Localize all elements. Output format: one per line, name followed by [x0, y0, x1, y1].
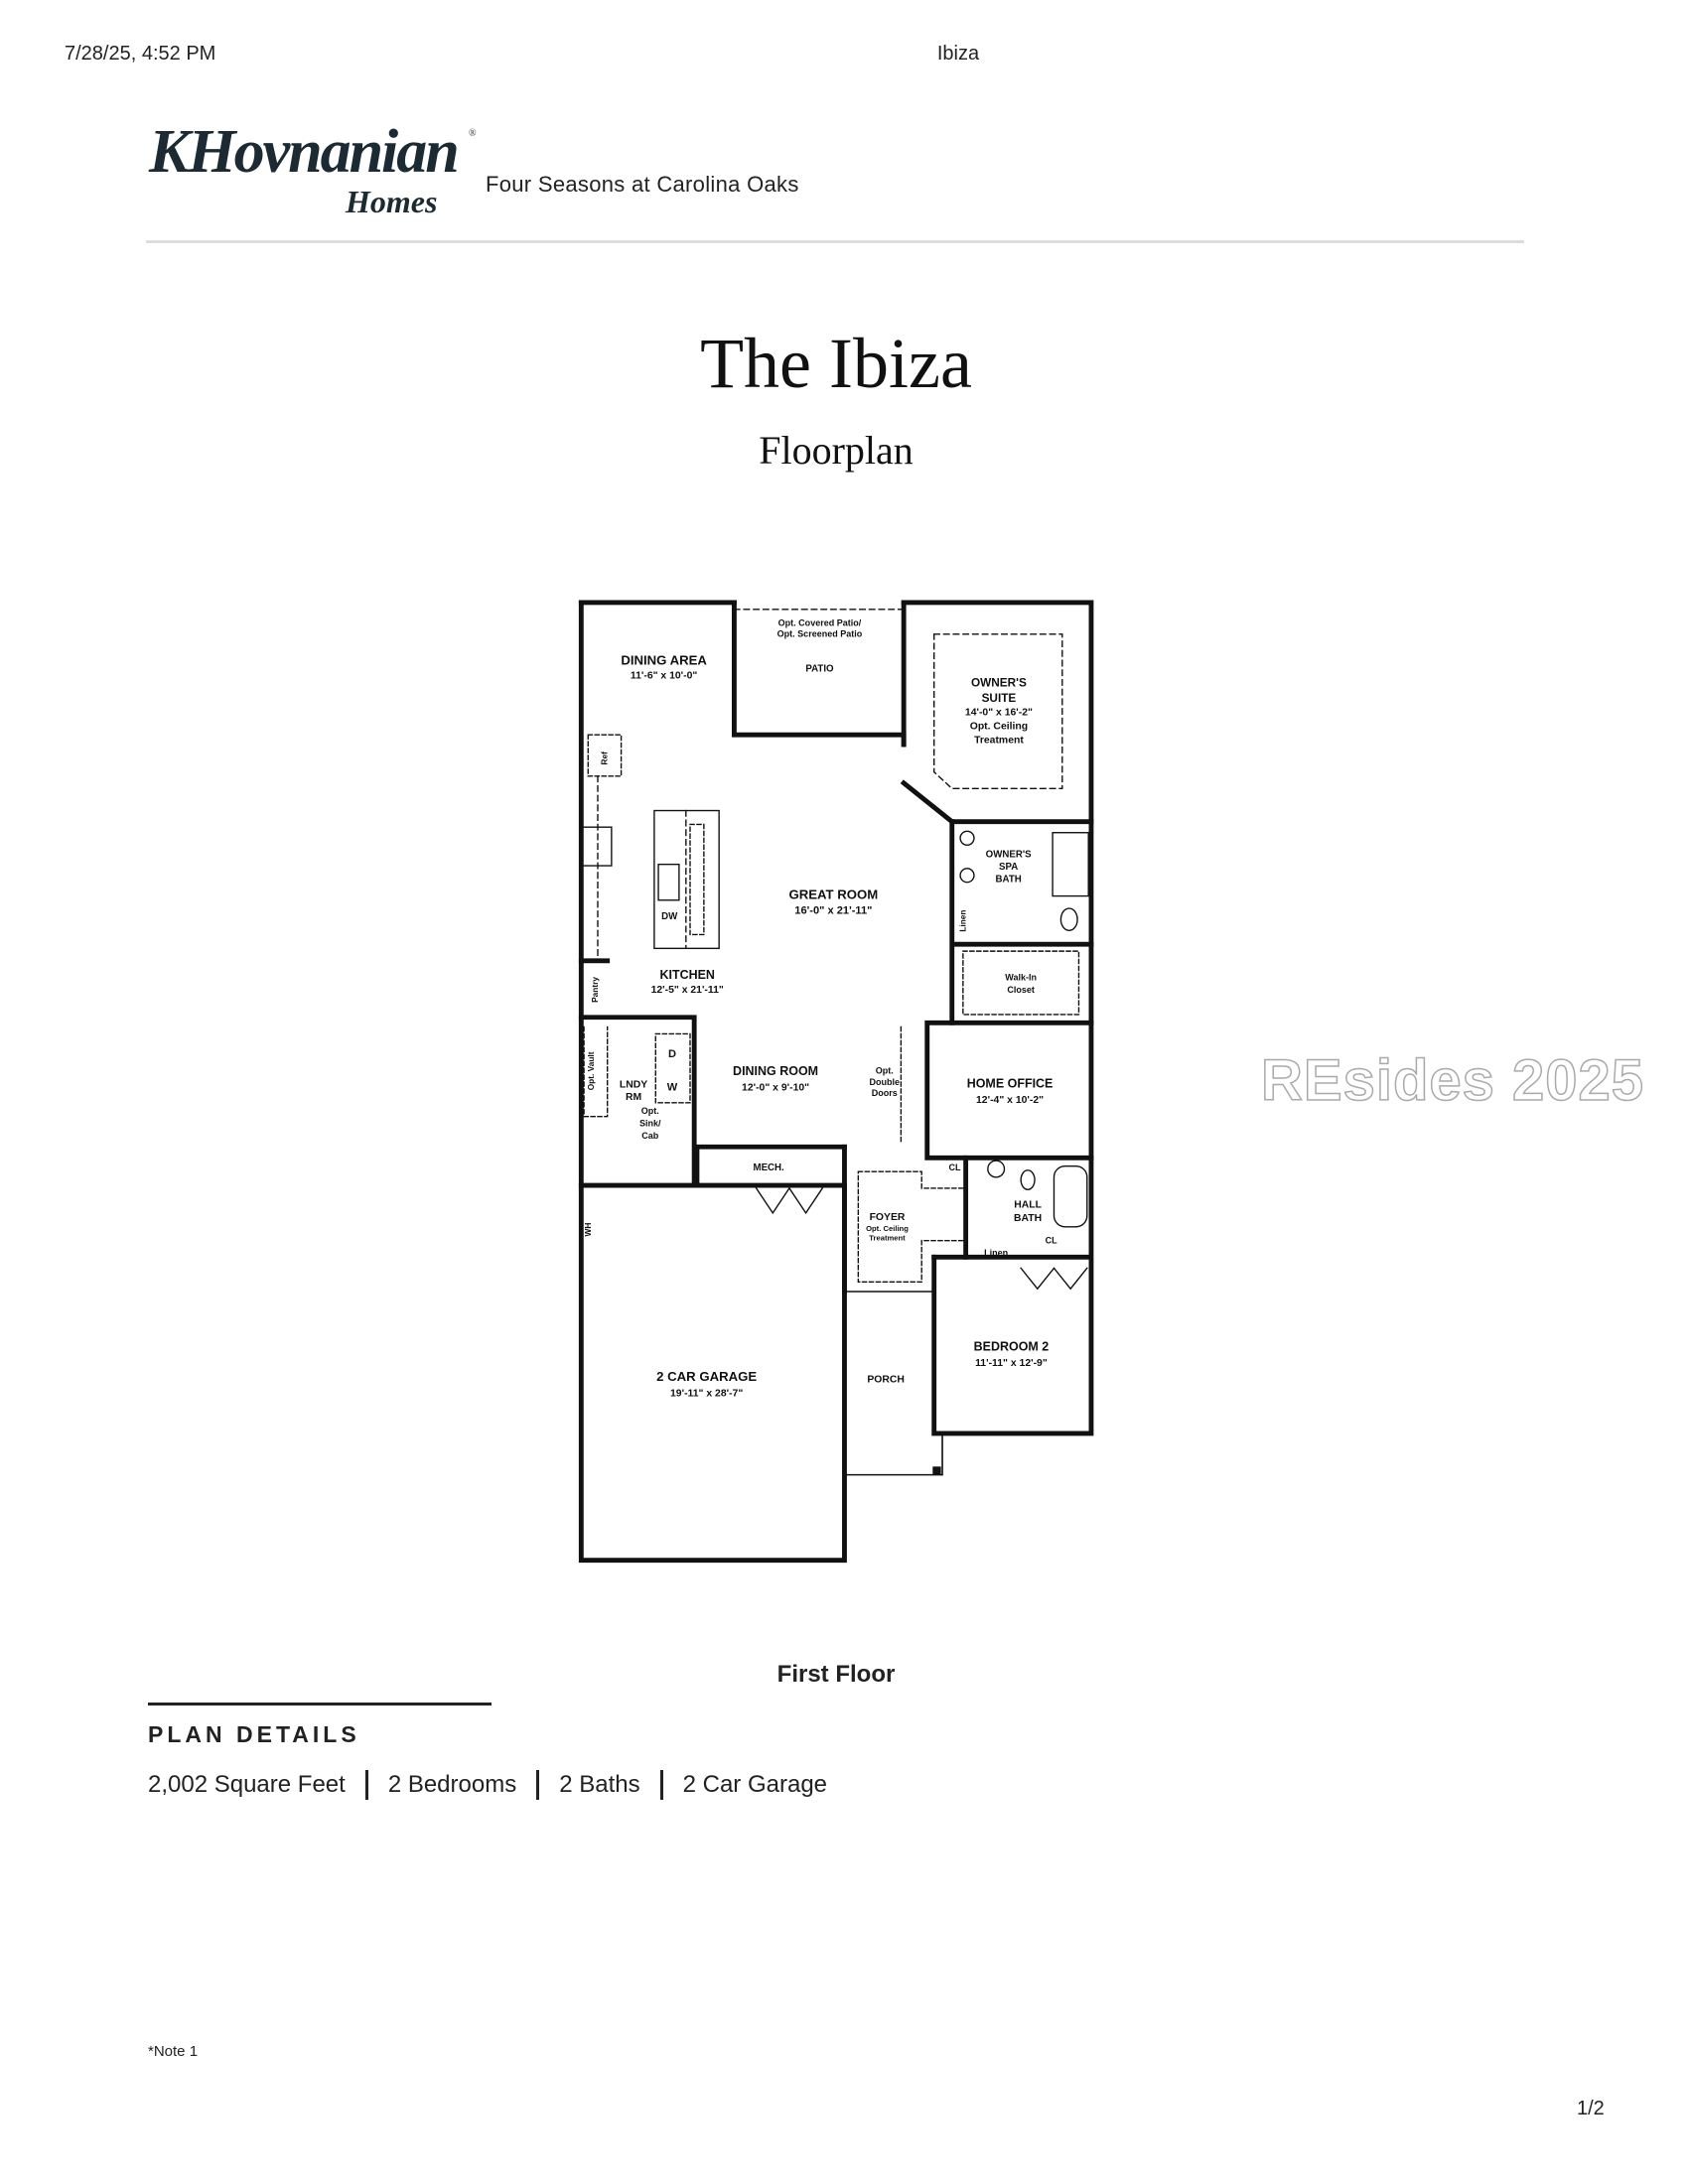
patio-option-1: Opt. Covered Patio/ — [778, 618, 862, 628]
community-name: Four Seasons at Carolina Oaks — [486, 172, 799, 197]
laundry-label-2: RM — [626, 1092, 641, 1103]
detail-sqft: 2,002 Square Feet — [148, 1771, 346, 1798]
opt-doors-label-2: Double — [869, 1077, 900, 1087]
foyer-option-1: Opt. Ceiling — [866, 1224, 909, 1233]
dining-room-dim: 12'-0" x 9'-10" — [742, 1082, 809, 1093]
plan-details-list: 2,002 Square Feet 2 Bedrooms 2 Baths 2 C… — [148, 1770, 827, 1800]
detail-garage: 2 Car Garage — [682, 1771, 828, 1798]
kitchen-label: KITCHEN — [659, 968, 715, 982]
detail-bedrooms: 2 Bedrooms — [387, 1771, 517, 1798]
logo-sub: Homes — [346, 184, 438, 219]
header-divider — [146, 240, 1524, 243]
logo-reg: ® — [469, 128, 477, 139]
linen-label: Linen — [958, 909, 968, 931]
opt-doors-label-1: Opt. — [876, 1066, 894, 1076]
print-title: Ibiza — [936, 43, 980, 65]
owners-suite-label-1: OWNER'S — [971, 677, 1027, 690]
hall-bath-label-2: BATH — [1014, 1213, 1042, 1224]
ref-label: Ref — [600, 751, 610, 765]
khovnanian-logo: KHovnanian ® Homes — [149, 121, 487, 220]
opt-vault-label: Opt. Vault — [586, 1051, 596, 1090]
walkin-label-1: Walk-In — [1005, 972, 1037, 982]
porch-label: PORCH — [867, 1375, 905, 1386]
owners-suite-dim: 14'-0" x 16'-2" — [965, 708, 1033, 719]
great-room-dim: 16'-0" x 21'-11" — [794, 905, 872, 917]
watermark: REsides 2025 — [1260, 1047, 1645, 1114]
water-heater-label: WH — [583, 1223, 593, 1237]
kitchen-dim: 12'-5" x 21'-11" — [651, 985, 724, 996]
detail-baths: 2 Baths — [559, 1771, 640, 1798]
washer-label: W — [667, 1081, 678, 1093]
details-divider — [148, 1703, 492, 1706]
spa-bath-label-2: SPA — [999, 862, 1018, 873]
opt-sink-label-2: Sink/ — [639, 1118, 661, 1128]
pantry-label: Pantry — [590, 977, 600, 1003]
bedroom2-label: BEDROOM 2 — [974, 1340, 1050, 1354]
owners-suite-option-1: Opt. Ceiling — [970, 722, 1028, 733]
page-title: The Ibiza — [700, 324, 972, 403]
opt-sink-label-3: Cab — [641, 1131, 659, 1141]
spa-bath-label-3: BATH — [996, 875, 1022, 886]
page-subtitle: Floorplan — [759, 428, 914, 473]
hall-bath-label-1: HALL — [1014, 1199, 1042, 1210]
patio-option-2: Opt. Screened Patio — [777, 629, 863, 639]
logo-main: KHovnanian — [149, 118, 460, 186]
page-number: 1/2 — [1577, 2098, 1605, 2119]
owners-suite-option-2: Treatment — [974, 736, 1024, 747]
bedroom2-dim: 11'-11" x 12'-9" — [975, 1358, 1048, 1369]
patio-label: PATIO — [805, 663, 834, 674]
footnote: *Note 1 — [148, 2043, 199, 2060]
foyer-option-2: Treatment — [869, 1234, 906, 1243]
opt-doors-label-3: Doors — [872, 1088, 898, 1098]
separator — [364, 1770, 368, 1800]
home-office-label: HOME OFFICE — [967, 1077, 1054, 1091]
separator — [536, 1770, 540, 1800]
laundry-label-1: LNDY — [620, 1080, 647, 1091]
floorplan-drawing: Opt. Covered Patio/ Opt. Screened Patio … — [578, 600, 1094, 1564]
dining-area-label: DINING AREA — [621, 652, 707, 667]
walkin-label-2: Closet — [1007, 985, 1035, 995]
dining-area-dim: 11'-6" x 10'-0" — [631, 670, 698, 681]
closet-label-2: CL — [1046, 1235, 1058, 1245]
home-office-dim: 12'-4" x 10'-2" — [976, 1095, 1044, 1106]
garage-label: 2 CAR GARAGE — [656, 1369, 757, 1384]
spa-bath-label-1: OWNER'S — [986, 850, 1032, 861]
plan-details-heading: PLAN DETAILS — [148, 1721, 360, 1747]
foyer-label: FOYER — [870, 1212, 906, 1223]
opt-sink-label-1: Opt. — [641, 1106, 659, 1116]
garage-dim: 19'-11" x 28'-7" — [670, 1389, 743, 1400]
dining-room-label: DINING ROOM — [733, 1064, 818, 1078]
print-datetime: 7/28/25, 4:52 PM — [65, 43, 216, 65]
dw-label: DW — [661, 911, 678, 922]
great-room-label: GREAT ROOM — [788, 887, 878, 901]
dryer-label: D — [668, 1048, 676, 1060]
separator — [659, 1770, 663, 1800]
linen-label-2: Linen — [984, 1248, 1008, 1258]
floor-label: First Floor — [776, 1661, 896, 1688]
mech-label: MECH. — [753, 1162, 784, 1173]
closet-label-1: CL — [949, 1162, 962, 1172]
owners-suite-label-2: SUITE — [982, 692, 1017, 705]
